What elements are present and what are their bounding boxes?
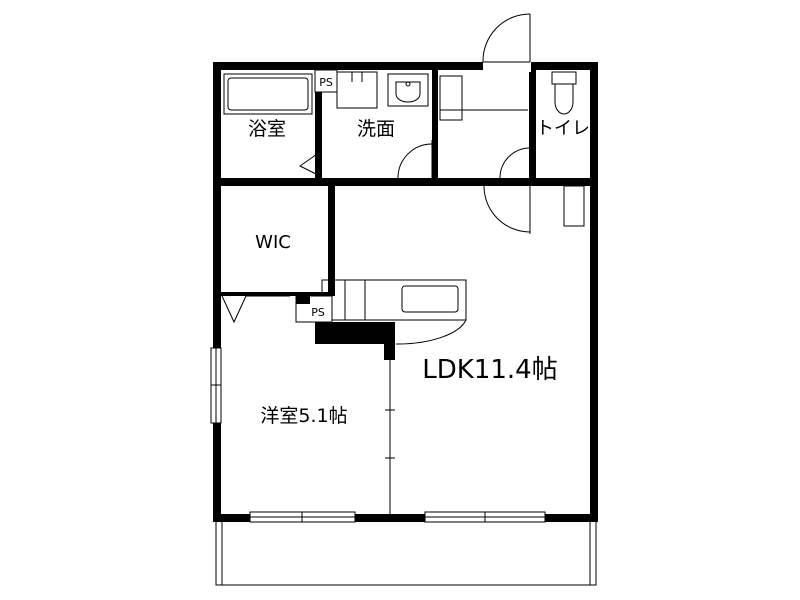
balcony: [215, 518, 597, 586]
entry-cabinet: [439, 75, 585, 227]
wash-basin: [387, 73, 429, 107]
windows: [210, 347, 546, 523]
interior-walls: [213, 70, 598, 360]
entrance-door: [482, 13, 531, 72]
ps-lower-label: PS: [311, 306, 325, 319]
ps-upper-label: PS: [319, 76, 333, 89]
outer-walls: [213, 62, 598, 522]
interior-doors: [221, 140, 531, 514]
room-label-western: 洋室5.1帖: [260, 405, 347, 427]
toilet-fixture: [551, 71, 577, 115]
ps-lower-box: PS: [295, 295, 333, 323]
room-label-toilet: トイレ: [536, 118, 590, 139]
room-label-ldk: LDK11.4帖: [422, 355, 557, 385]
washing-machine-space: [336, 71, 378, 109]
room-label-bath: 浴室: [248, 118, 286, 140]
ps-upper-box: PS: [314, 69, 338, 93]
room-label-washroom: 洗面: [357, 118, 395, 140]
bathtub: [223, 73, 313, 115]
room-label-wic: WIC: [255, 232, 291, 253]
